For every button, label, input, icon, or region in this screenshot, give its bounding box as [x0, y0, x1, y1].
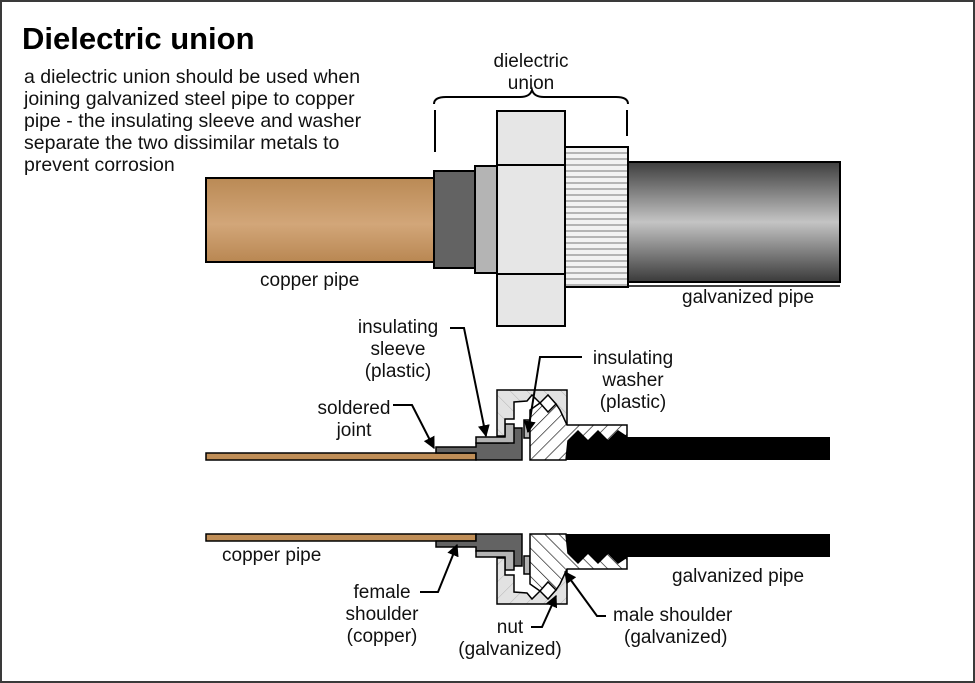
sleeve-exterior	[474, 165, 498, 274]
cross-section-bottom	[205, 533, 830, 605]
insulating-washer-bottom	[523, 555, 531, 575]
sleeve-label-line: insulating	[358, 317, 438, 338]
solder-leader-arrow	[393, 404, 435, 450]
washer-leader-arrow	[523, 356, 582, 434]
cross-section-top	[205, 389, 830, 461]
female-shoulder-bottom	[435, 533, 523, 567]
washer-label-line: washer	[601, 370, 664, 391]
exterior-view: dielectric union copper pipe galvanized …	[205, 51, 841, 327]
copper-pipe-label: copper pipe	[260, 270, 359, 291]
female-shoulder-top	[435, 427, 523, 461]
insulating-sleeve-top	[475, 423, 515, 444]
section-copper-label: copper pipe	[222, 545, 321, 566]
description-line: separate the two dissimilar metals to	[24, 132, 340, 154]
nut-label-line: (galvanized)	[458, 639, 562, 660]
male-shoulder-label-line: (galvanized)	[624, 627, 728, 648]
sleeve-label-line: sleeve	[371, 339, 426, 360]
male-shoulder-leader-arrow	[564, 571, 606, 617]
copper-pipe-exterior	[205, 177, 437, 263]
callouts: insulating sleeve (plastic) insulating w…	[222, 317, 804, 660]
female-shoulder-label-line: female	[353, 582, 410, 603]
sleeve-leader-arrow	[450, 327, 490, 438]
female-shoulder-exterior	[433, 170, 477, 269]
sleeve-label-line: (plastic)	[365, 361, 432, 382]
galvanized-pipe-wall-bottom	[566, 534, 830, 563]
solder-label-line: soldered	[318, 398, 391, 419]
galvanized-pipe-exterior	[627, 161, 841, 283]
copper-pipe-wall-top	[205, 452, 477, 461]
solder-label-line: joint	[336, 420, 373, 441]
washer-label-line: (plastic)	[600, 392, 667, 413]
male-shoulder-label-line: male shoulder	[613, 605, 733, 626]
section-galvanized-label: galvanized pipe	[672, 566, 804, 587]
nut-leader-arrow	[531, 594, 558, 628]
description-line: joining galvanized steel pipe to copper	[23, 88, 355, 110]
description-line: pipe - the insulating sleeve and washer	[24, 110, 362, 132]
female-shoulder-label-line: (copper)	[347, 626, 418, 647]
washer-label-line: insulating	[593, 348, 673, 369]
page-title: Dielectric union	[22, 21, 255, 56]
description-line: prevent corrosion	[24, 154, 175, 176]
female-shoulder-leader-arrow	[420, 543, 459, 593]
male-shoulder-exterior	[564, 146, 629, 288]
union-label-line: union	[508, 73, 555, 94]
description: a dielectric union should be used when j…	[23, 66, 362, 176]
insulating-sleeve-bottom	[475, 550, 515, 571]
description-line: a dielectric union should be used when	[24, 66, 360, 88]
copper-pipe-wall-bottom	[205, 533, 477, 542]
union-label-line: dielectric	[494, 51, 569, 72]
nut-exterior	[496, 110, 566, 327]
union-brace	[433, 86, 629, 105]
galvanized-pipe-wall-top	[566, 431, 830, 460]
female-shoulder-label-line: shoulder	[346, 604, 420, 625]
galvanized-pipe-label: galvanized pipe	[682, 287, 814, 308]
nut-label-line: nut	[497, 617, 524, 638]
